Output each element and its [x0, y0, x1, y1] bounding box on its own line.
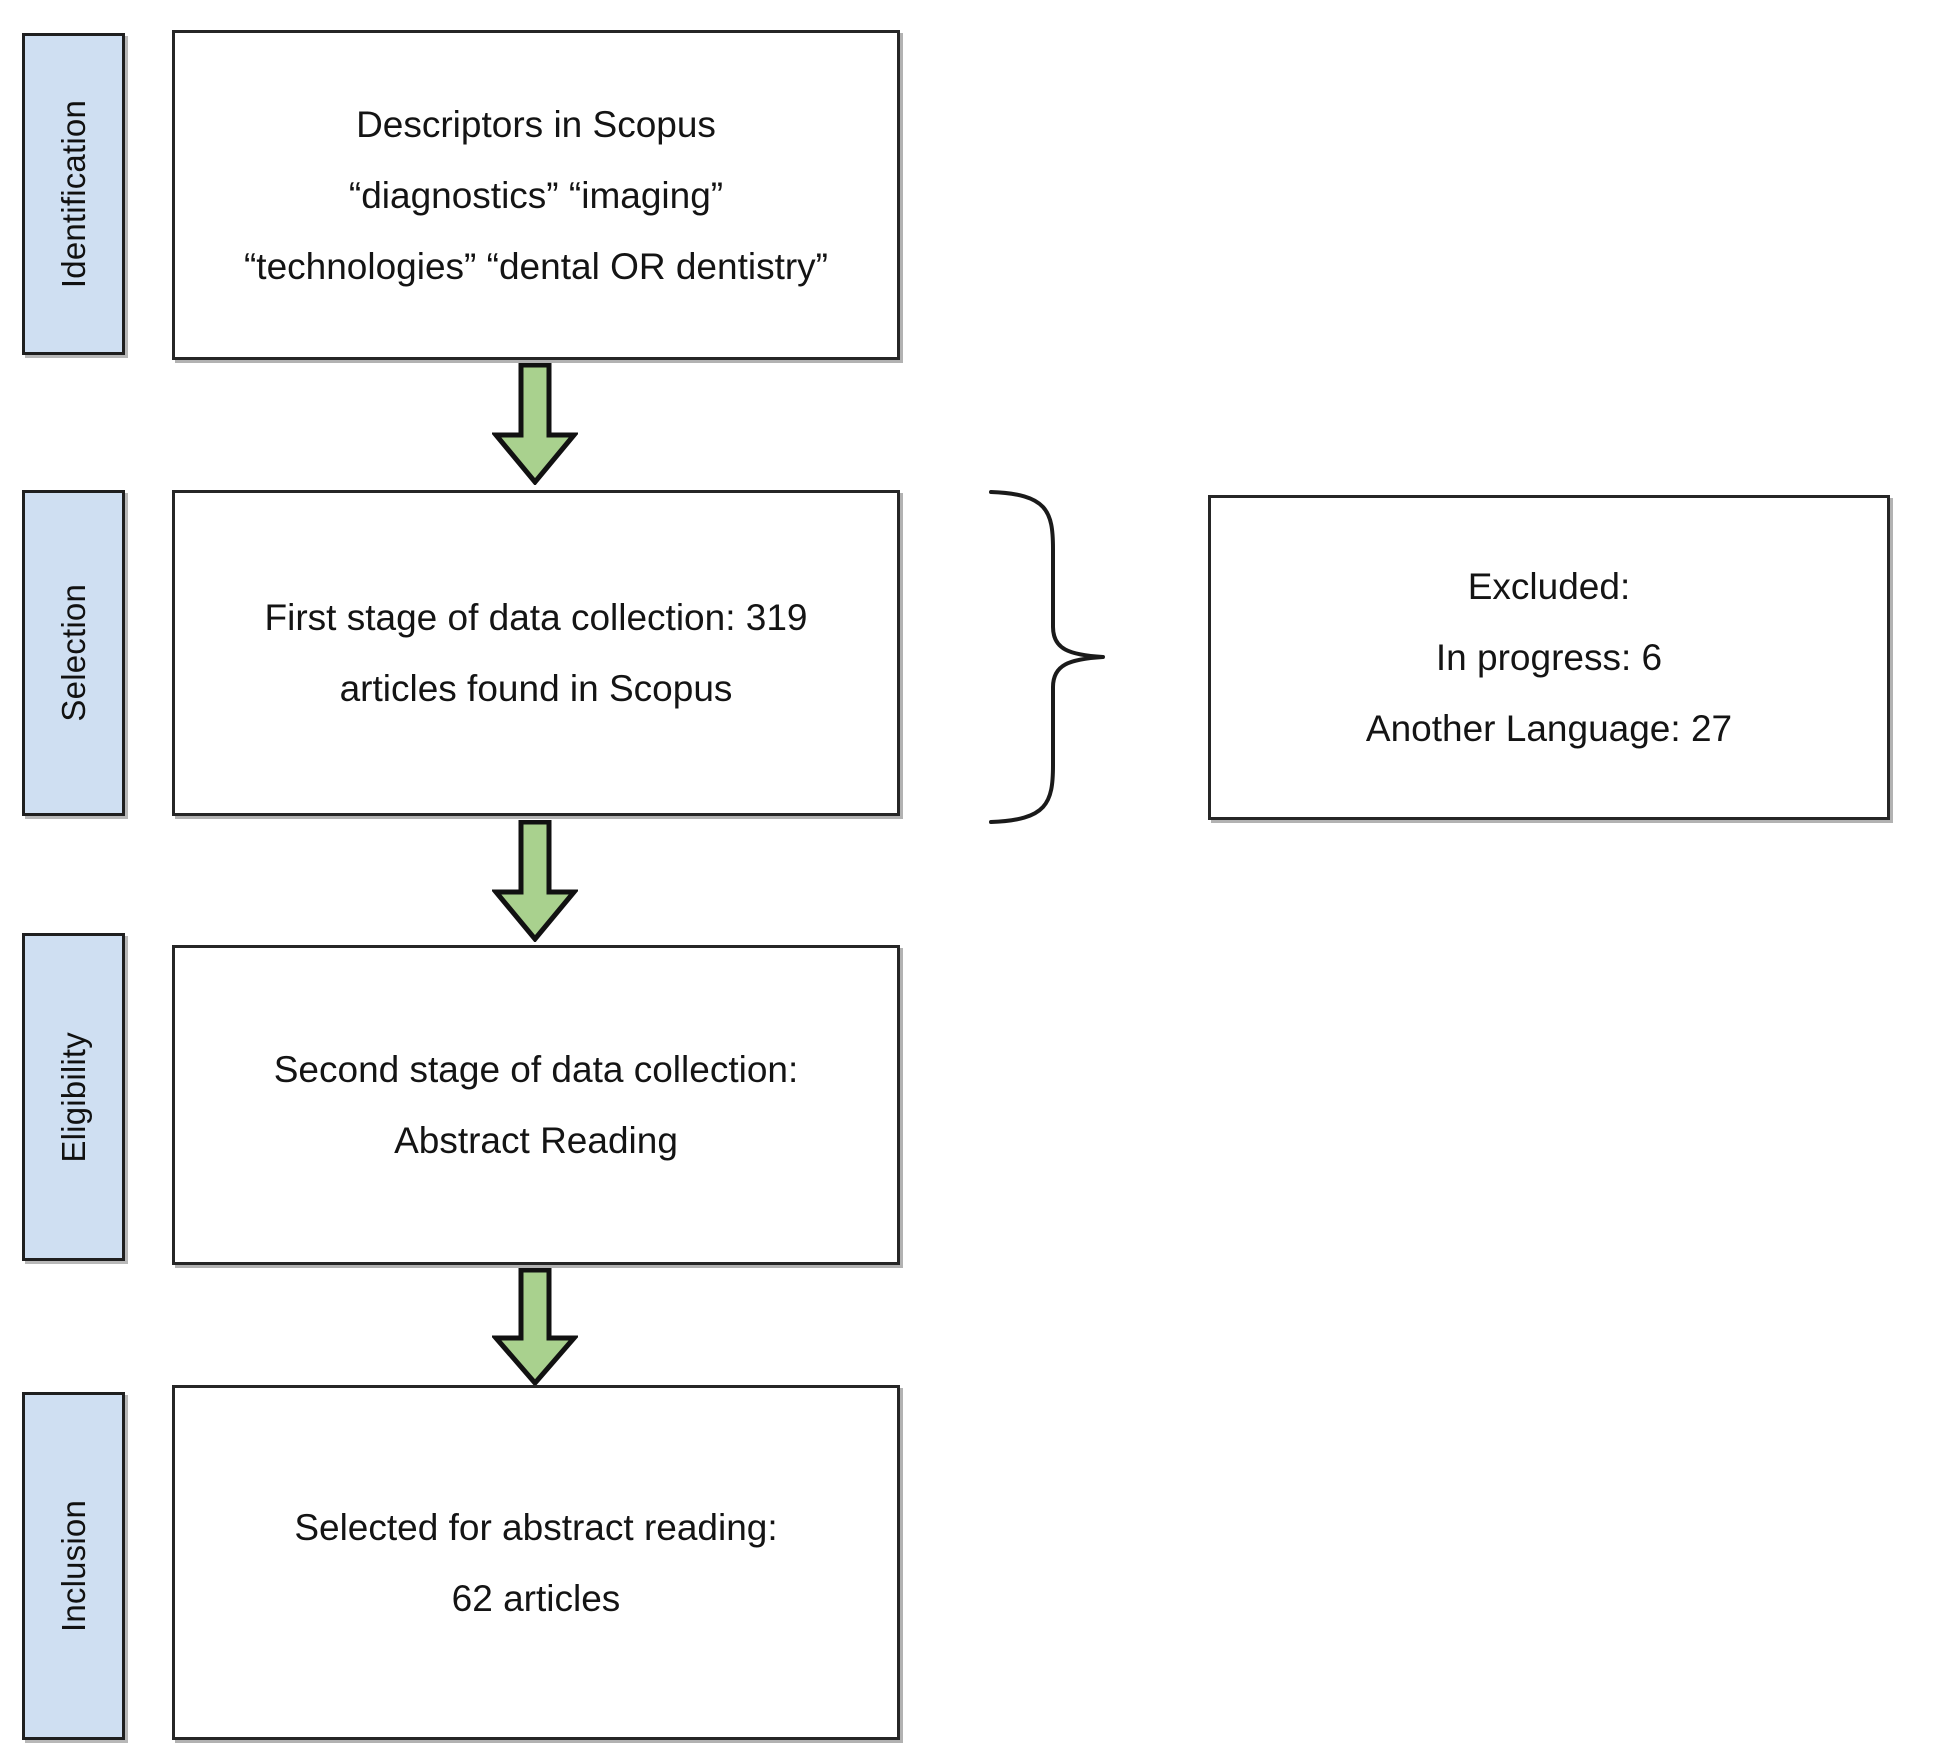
stage-label-selection-text: Selection — [55, 584, 92, 722]
arrow-identification-to-selection — [492, 363, 578, 485]
first-stage-box-line-2: articles found in Scopus — [339, 668, 733, 709]
stage-label-eligibility-text: Eligibility — [55, 1031, 92, 1163]
descriptors-box: Descriptors in Scopus “diagnostics” “ima… — [172, 30, 900, 360]
stage-label-inclusion-text: Inclusion — [55, 1499, 92, 1633]
first-stage-box: First stage of data collection: 319 arti… — [172, 490, 900, 816]
excluded-box-line-2: In progress: 6 — [1435, 637, 1663, 678]
selected-box: Selected for abstract reading: 62 articl… — [172, 1385, 900, 1740]
stage-label-eligibility: Eligibility — [22, 933, 125, 1261]
excluded-box-line-1: Excluded: — [1467, 566, 1631, 607]
second-stage-box-line-1: Second stage of data collection: — [273, 1049, 799, 1090]
stage-label-identification-text: Identification — [55, 99, 92, 289]
excluded-box: Excluded: In progress: 6 Another Languag… — [1208, 495, 1890, 820]
descriptors-box-line-2: “diagnostics” “imaging” — [348, 174, 724, 216]
arrow-eligibility-to-inclusion — [492, 1268, 578, 1386]
selected-box-line-1: Selected for abstract reading: — [294, 1506, 778, 1548]
arrow-selection-to-eligibility — [492, 820, 578, 942]
second-stage-box: Second stage of data collection: Abstrac… — [172, 945, 900, 1265]
exclusion-brace — [985, 487, 1115, 827]
stage-label-inclusion: Inclusion — [22, 1392, 125, 1740]
descriptors-box-line-1: Descriptors in Scopus — [356, 103, 716, 145]
stage-label-identification: Identification — [22, 33, 125, 355]
stage-label-selection: Selection — [22, 490, 125, 816]
selected-box-line-2: 62 articles — [451, 1577, 621, 1619]
descriptors-box-line-3: “technologies” “dental OR dentistry” — [243, 245, 829, 287]
first-stage-box-line-1: First stage of data collection: 319 — [264, 597, 808, 638]
second-stage-box-line-2: Abstract Reading — [394, 1120, 678, 1161]
excluded-box-line-3: Another Language: 27 — [1365, 708, 1733, 749]
